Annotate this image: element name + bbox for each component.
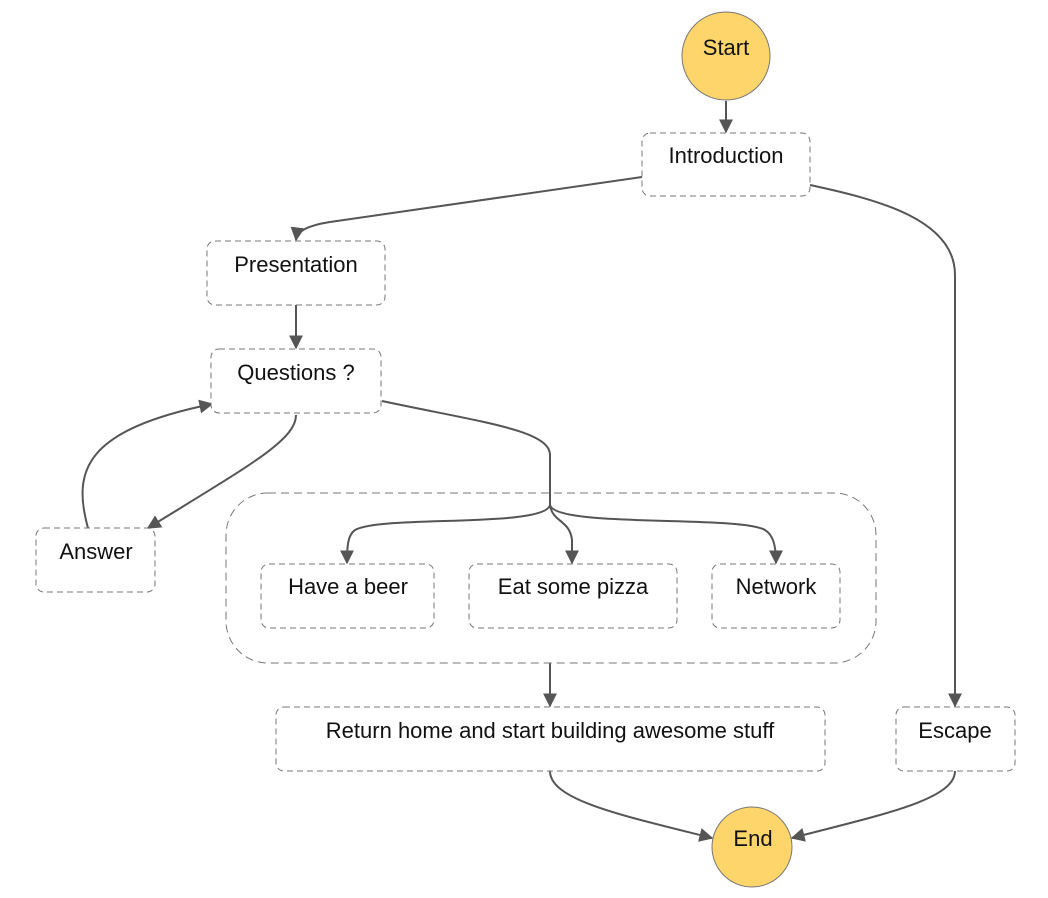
node-introduction-label: Introduction: [669, 143, 784, 168]
node-eat-some-pizza[interactable]: Eat some pizza: [468, 563, 678, 629]
edge-questions-to-fork: [381, 400, 551, 505]
node-escape-label: Escape: [918, 718, 991, 743]
eat-some-pizza-box: [468, 563, 678, 629]
edge-fork-to-network: [549, 504, 783, 565]
node-end-label: End: [733, 826, 772, 851]
node-have-a-beer[interactable]: Have a beer: [260, 563, 435, 629]
node-return-home-label: Return home and start building awesome s…: [326, 718, 775, 743]
node-return-home[interactable]: Return home and start building awesome s…: [275, 706, 826, 772]
edge-return-home-to-end: [549, 770, 714, 842]
node-answer[interactable]: Answer: [35, 527, 156, 593]
questions-box: [210, 348, 382, 414]
escape-box: [895, 706, 1016, 772]
network-box: [711, 563, 841, 629]
end-circle: [711, 806, 793, 888]
edge-introduction-to-escape: [809, 184, 962, 708]
edges: [81, 101, 962, 842]
introduction-box: [641, 132, 811, 197]
start-circle: [681, 11, 771, 101]
node-start-label: Start: [703, 35, 749, 60]
node-presentation-label: Presentation: [234, 252, 358, 277]
node-introduction[interactable]: Introduction: [641, 132, 811, 197]
node-network[interactable]: Network: [711, 563, 841, 629]
node-escape[interactable]: Escape: [895, 706, 1016, 772]
edge-escape-to-end: [790, 770, 956, 842]
node-answer-label: Answer: [59, 539, 132, 564]
node-end[interactable]: End: [711, 806, 793, 888]
node-eat-some-pizza-label: Eat some pizza: [498, 574, 649, 599]
edge-fork-to-have-a-beer: [340, 504, 551, 565]
presentation-box: [206, 240, 386, 306]
edge-questions-to-answer: [146, 414, 297, 529]
return-home-box: [275, 706, 826, 772]
node-presentation[interactable]: Presentation: [206, 240, 386, 306]
edge-answer-to-questions: [81, 399, 214, 529]
answer-box: [35, 527, 156, 593]
node-questions[interactable]: Questions ?: [210, 348, 382, 414]
node-questions-label: Questions ?: [237, 360, 354, 385]
node-have-a-beer-label: Have a beer: [288, 574, 408, 599]
node-start[interactable]: Start: [681, 11, 771, 101]
parallel-group: [225, 492, 877, 664]
edge-fork-to-eat-some-pizza: [549, 504, 579, 565]
have-a-beer-box: [260, 563, 435, 629]
edge-introduction-to-presentation: [290, 176, 643, 242]
node-network-label: Network: [736, 574, 818, 599]
